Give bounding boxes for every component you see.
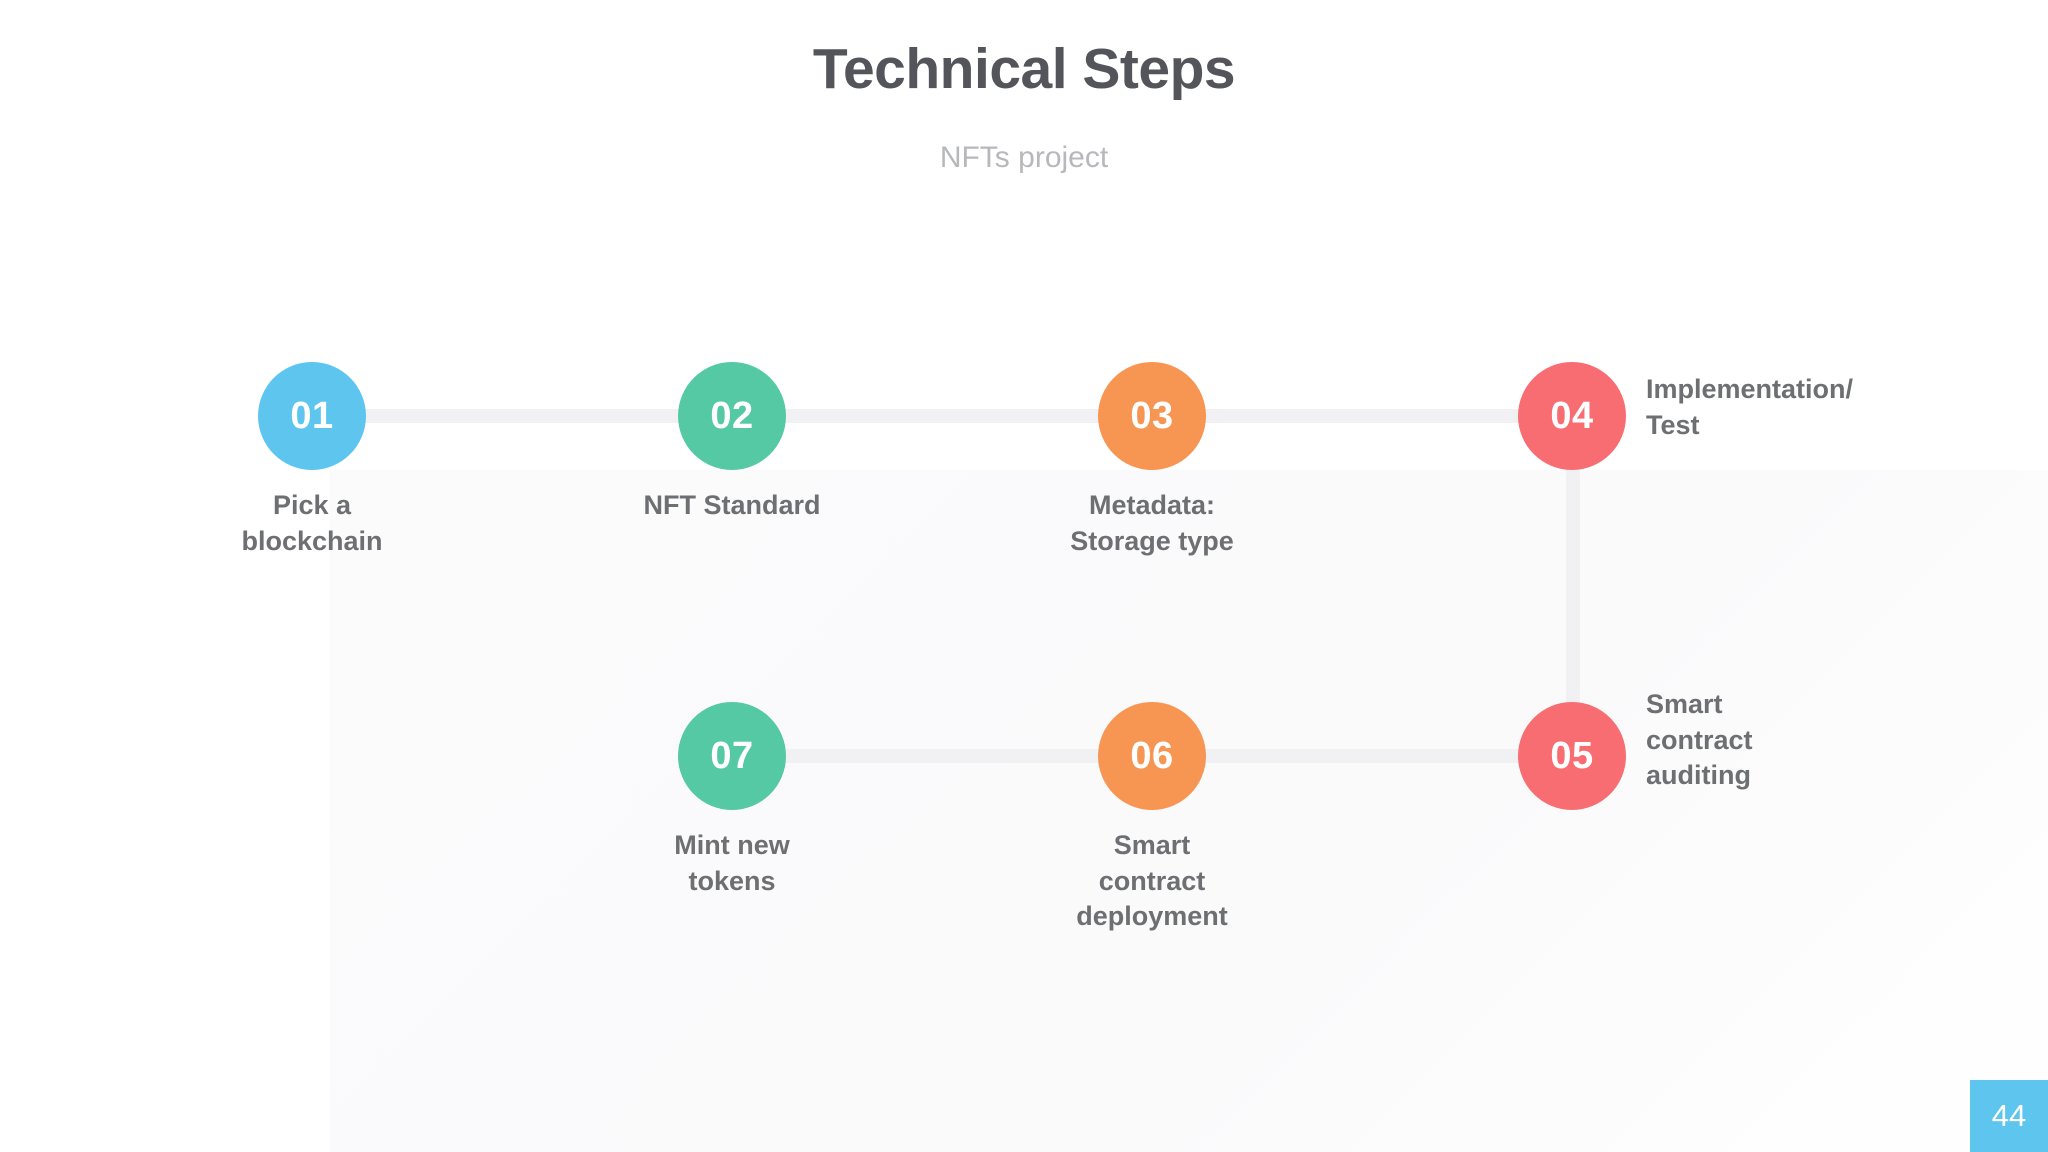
page-subtitle: NFTs project — [939, 141, 1109, 174]
page-number-text: 44 — [1991, 1098, 2027, 1133]
step-number-02: 02 — [710, 394, 754, 437]
step-circle-05[interactable]: 05 — [1518, 702, 1626, 810]
step-label-04: Implementation/ Test — [1646, 374, 1854, 440]
step-node-06[interactable]: 06 Smart contract deployment — [1076, 702, 1228, 931]
step-number-07: 07 — [710, 734, 754, 777]
step-circle-03[interactable]: 03 — [1098, 362, 1206, 470]
page-title: Technical Steps — [812, 37, 1236, 101]
connector-01-02 — [300, 409, 700, 423]
step-circle-04[interactable]: 04 — [1518, 362, 1626, 470]
step-label-01: Pick a blockchain — [241, 490, 383, 556]
step-label-06: Smart contract deployment — [1076, 830, 1228, 932]
step-node-01[interactable]: 01 Pick a blockchain — [241, 362, 383, 556]
step-number-04: 04 — [1550, 394, 1594, 437]
step-node-03[interactable]: 03 Metadata: Storage type — [1070, 362, 1234, 556]
step-node-07[interactable]: 07 Mint new tokens — [674, 702, 790, 896]
background-panel — [330, 470, 2048, 1152]
step-number-03: 03 — [1130, 394, 1174, 437]
step-label-05: Smart contract auditing — [1646, 689, 1753, 791]
step-node-02[interactable]: 02 NFT Standard — [643, 362, 821, 520]
step-label-03: Metadata: Storage type — [1070, 490, 1234, 556]
step-number-01: 01 — [290, 394, 334, 437]
connector-04-05 — [1566, 400, 1580, 780]
step-label-02: NFT Standard — [643, 490, 821, 520]
step-circle-07[interactable]: 07 — [678, 702, 786, 810]
connector-06-07 — [700, 749, 1140, 763]
step-circle-02[interactable]: 02 — [678, 362, 786, 470]
page-number-badge: 44 — [1970, 1080, 2048, 1152]
step-circle-06[interactable]: 06 — [1098, 702, 1206, 810]
step-number-05: 05 — [1550, 734, 1594, 777]
connector-05-06 — [1100, 749, 1570, 763]
step-node-04[interactable]: 04 Implementation/ Test — [1518, 362, 1853, 470]
step-label-07: Mint new tokens — [674, 830, 790, 896]
step-number-06: 06 — [1130, 734, 1174, 777]
step-circle-01[interactable]: 01 — [258, 362, 366, 470]
step-node-05[interactable]: 05 Smart contract auditing — [1518, 689, 1753, 810]
